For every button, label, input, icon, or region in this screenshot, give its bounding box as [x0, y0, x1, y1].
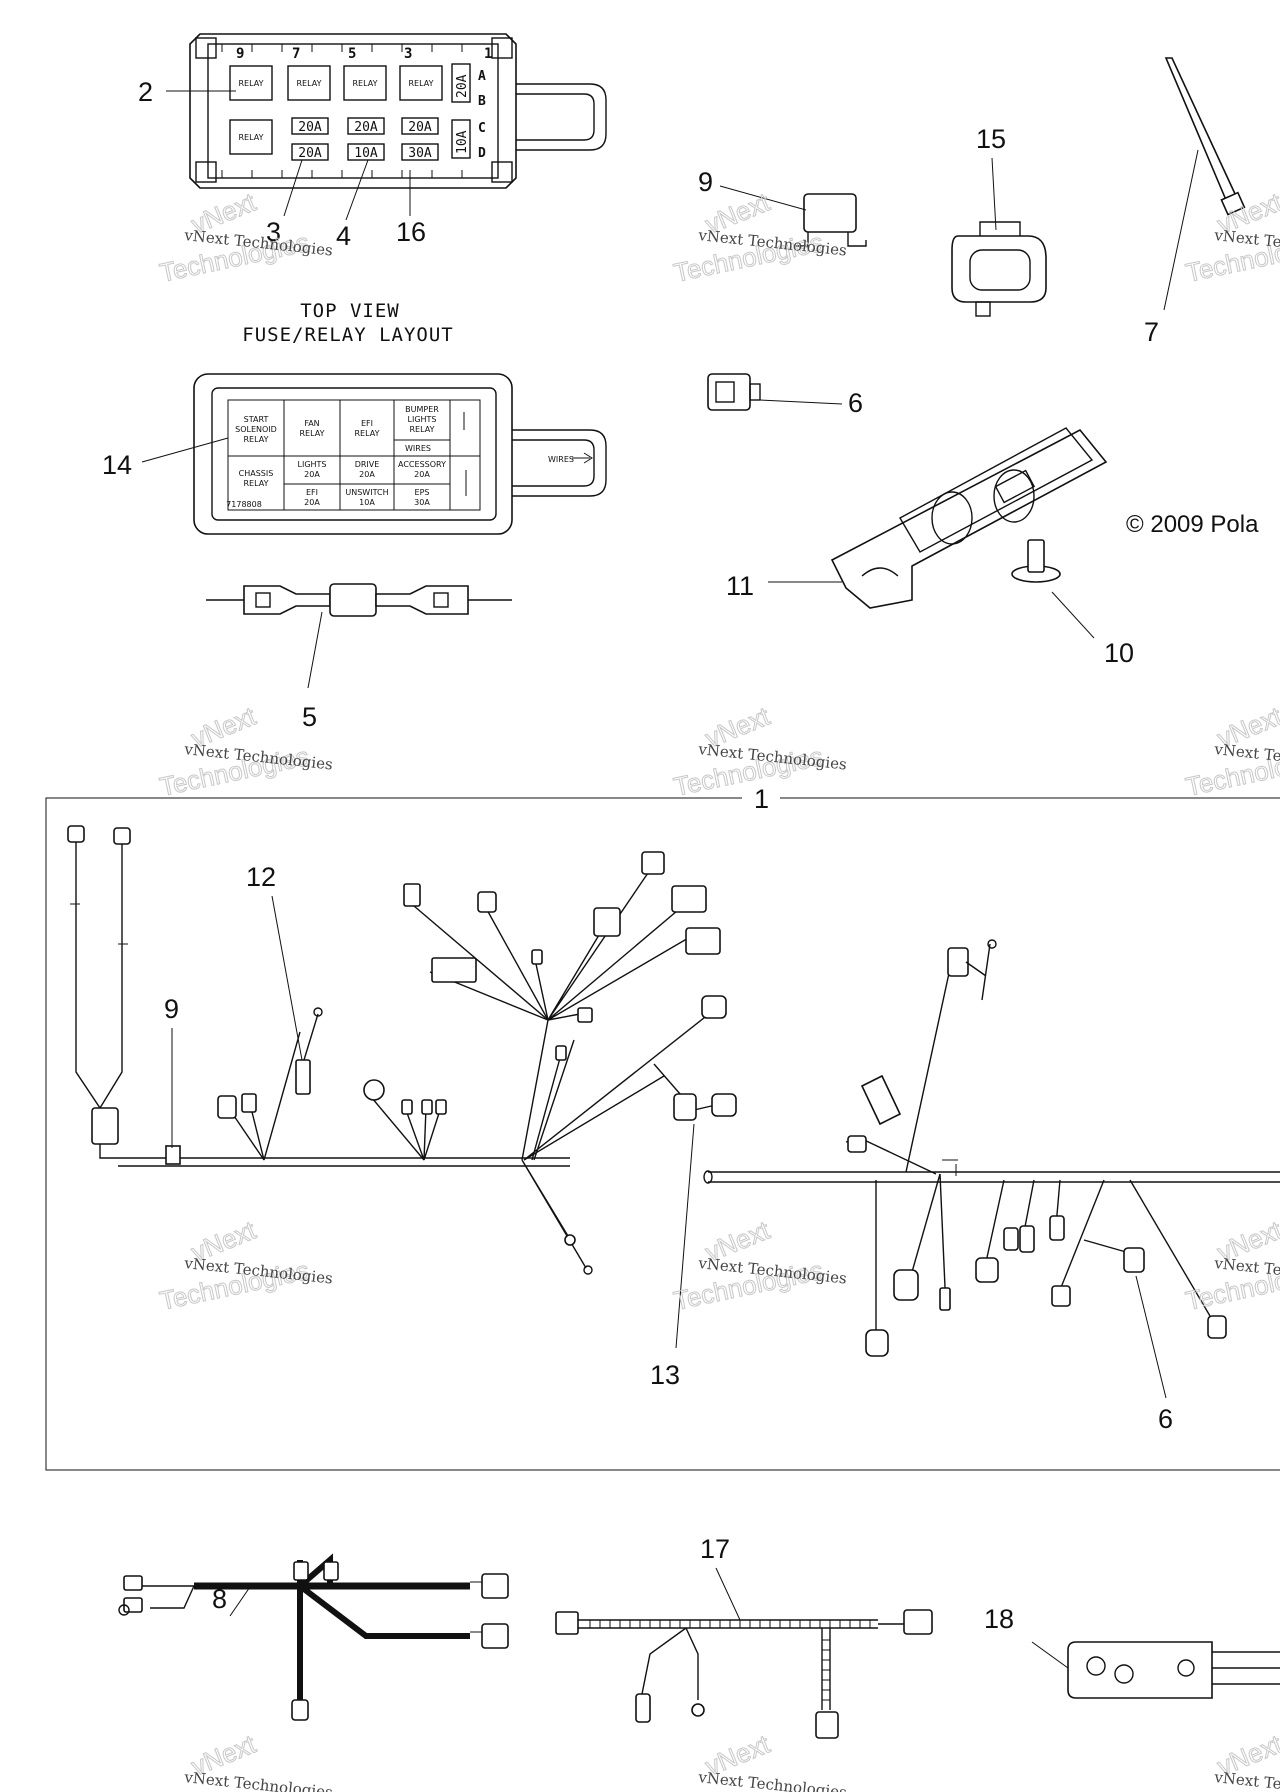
row-letter-a: A: [478, 69, 486, 84]
layout-title-line1: TOP VIEW: [300, 300, 400, 322]
fuse-rating: 20A: [298, 120, 322, 135]
callout-7: 7: [1144, 317, 1159, 347]
cover-cell-unswitch: UNSWITCH: [345, 488, 388, 497]
main-harness-frame: [45, 797, 1280, 1471]
callout-14: 14: [102, 450, 132, 480]
cover-cell-relay: RELAY: [355, 429, 380, 438]
cover-cell-chassis: CHASSIS: [239, 469, 274, 478]
relay-number-9: 9: [236, 46, 244, 62]
cover-cell-relay: RELAY: [410, 425, 435, 434]
callout-17: 17: [700, 1534, 730, 1564]
callout-5: 5: [302, 702, 317, 732]
callout-4: 4: [336, 221, 351, 251]
relay-number-5: 5: [348, 46, 356, 62]
cover-cell-wires: WIRES: [405, 444, 431, 453]
connector-15: [951, 221, 1047, 317]
cover-cell-20a: 20A: [414, 470, 430, 479]
connector-6-small: [707, 373, 761, 411]
mounting-bracket: [830, 427, 1108, 609]
fuse-box-cover: START SOLENOID RELAY FAN RELAY EFI RELAY…: [193, 373, 607, 535]
cover-cell-lights: LIGHTS: [408, 415, 437, 424]
cover-cell-efi: EFI: [306, 488, 318, 497]
cover-cell-20a: 20A: [359, 470, 375, 479]
main-wiring-harness: [67, 825, 1280, 1357]
cover-cell-relay: RELAY: [300, 429, 325, 438]
row-letter-c: C: [478, 121, 486, 136]
row-letter-d: D: [478, 146, 486, 161]
callout-13: 13: [650, 1360, 680, 1390]
callout-3: 3: [266, 217, 281, 247]
callout-1: 1: [754, 784, 769, 814]
cover-cell-solenoid: SOLENOID: [235, 425, 277, 434]
harness-17: [555, 1609, 933, 1739]
fuse-rating: 20A: [408, 120, 432, 135]
callout-11: 11: [726, 571, 754, 601]
cover-cell-accessory: ACCESSORY: [398, 460, 446, 469]
callout-9: 9: [698, 167, 713, 197]
cover-cell-lights: LIGHTS: [298, 460, 327, 469]
layout-title-line2: FUSE/RELAY LAYOUT: [242, 324, 453, 346]
cover-cell-20a: 20A: [304, 470, 320, 479]
sensor-18: [1067, 1641, 1280, 1699]
cover-cell-eps: EPS: [415, 488, 430, 497]
callout-16: 16: [396, 217, 426, 247]
callout-2: 2: [138, 77, 153, 107]
fuse-rating: 20A: [354, 120, 378, 135]
cover-cell-fan: FAN: [304, 419, 319, 428]
cover-cell-20a: 20A: [304, 498, 320, 507]
relay-number-1: 1: [484, 46, 492, 62]
callout-6-harness: 6: [1158, 1404, 1173, 1434]
side-fuse-rating: 20A: [455, 74, 470, 98]
cover-part-number: 7178808: [226, 500, 262, 509]
callout-8: 8: [212, 1584, 227, 1614]
svg-text:vNext Technologies: vNext Technologies: [1213, 1768, 1280, 1792]
row-letter-b: B: [478, 94, 486, 109]
cover-cell-relay: RELAY: [244, 435, 269, 444]
callout-18: 18: [984, 1604, 1014, 1634]
callout-9-harness: 9: [164, 994, 179, 1024]
relay-label: RELAY: [409, 79, 434, 88]
svg-text:vNext Technologies: vNext Technologies: [183, 1768, 334, 1792]
fuse-rating: 30A: [408, 146, 432, 161]
cable-tie: [1164, 57, 1246, 216]
copyright-text: © 2009 Pola: [1126, 511, 1259, 538]
cover-cell-10a: 10A: [359, 498, 375, 507]
cover-loop-wires: WIRES: [548, 455, 574, 464]
callout-10: 10: [1104, 638, 1134, 668]
cover-cell-drive: DRIVE: [355, 460, 380, 469]
cover-cell-start: START: [244, 415, 269, 424]
callout-12: 12: [246, 862, 276, 892]
fuse-rating: 10A: [354, 146, 378, 161]
cover-cell-efi: EFI: [361, 419, 373, 428]
relay-label: RELAY: [239, 79, 264, 88]
relay-label: RELAY: [239, 133, 264, 142]
relay-label: RELAY: [297, 79, 322, 88]
circuit-breaker: [796, 193, 867, 247]
svg-text:vNext Technologies: vNext Technologies: [697, 1768, 848, 1792]
callout-15: 15: [976, 124, 1006, 154]
inline-fuse-holder: [206, 583, 512, 617]
cover-cell-30a: 30A: [414, 498, 430, 507]
callout-6: 6: [848, 388, 863, 418]
cover-cell-bumper: BUMPER: [405, 405, 439, 414]
fuse-relay-box-top-view: 9 7 5 3 1 RELAY RELAY RELAY RELAY RELAY …: [189, 33, 607, 189]
harness-8: [118, 1553, 509, 1721]
relay-number-7: 7: [292, 46, 300, 62]
relay-number-3: 3: [404, 46, 412, 62]
fuse-rating: 20A: [298, 146, 322, 161]
side-fuse-rating: 10A: [455, 130, 470, 154]
relay-label: RELAY: [353, 79, 378, 88]
cover-cell-relay: RELAY: [244, 479, 269, 488]
push-rivet: [1011, 539, 1061, 583]
